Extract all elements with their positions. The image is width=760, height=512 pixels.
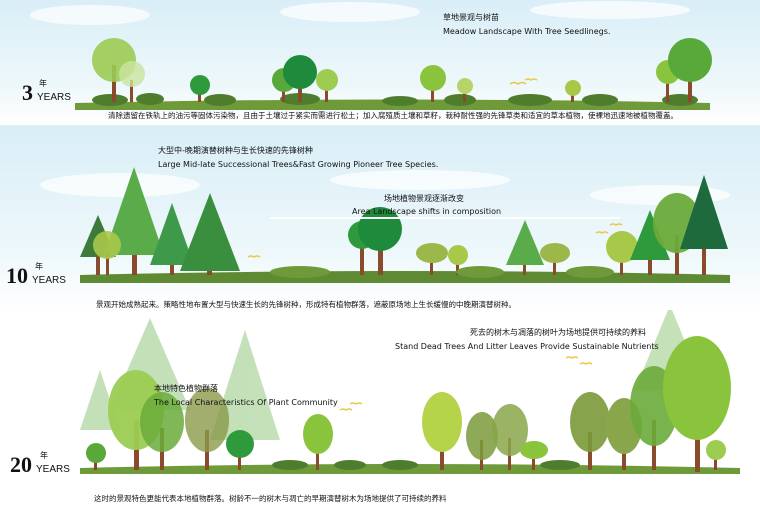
year-cn-char: 年: [35, 262, 43, 271]
stage-3-years-panel: 3 年 YEARS 草地景观与树苗 Meadow Landscape With …: [0, 0, 760, 125]
bush-row: [92, 93, 698, 106]
leaf-tree: [140, 392, 184, 470]
bush-row: [272, 460, 580, 470]
sapling-tree: [190, 75, 210, 102]
round-tree: [93, 231, 121, 275]
callout2-en: Area Landscape shifts in composition: [352, 207, 502, 216]
year-label-20: 20 年 YEARS: [10, 451, 70, 478]
leaf-tree: [422, 392, 462, 470]
years-text: YEARS: [32, 275, 66, 286]
sapling-tree: [457, 78, 473, 102]
successional-illustration: [40, 167, 730, 283]
year-cn-char: 年: [39, 79, 47, 88]
callout2-en: Stand Dead Trees And Litter Leaves Provi…: [395, 342, 659, 351]
cloud-group: [30, 1, 690, 25]
years-text: YEARS: [37, 92, 71, 103]
ground-grass: [80, 271, 730, 283]
leaf-tree: [663, 336, 731, 472]
pine-tree: [630, 210, 670, 275]
sapling-tree: [119, 61, 145, 102]
round-tree: [520, 441, 548, 470]
callout-cn: 大型中-晚期演替树种与生长快速的先锋树种: [158, 146, 313, 155]
pine-tree: [150, 203, 194, 275]
leaf-tree: [570, 392, 610, 470]
year-cn-char: 年: [40, 451, 48, 460]
year-number: 10: [6, 263, 28, 288]
year-label-3: 3 年 YEARS: [22, 79, 71, 106]
round-tree: [540, 243, 570, 275]
round-tree: [606, 231, 638, 275]
callout-en: Large Mid-late Successional Trees&Fast G…: [158, 160, 439, 169]
leaf-tree: [492, 404, 528, 470]
round-tree: [416, 243, 448, 275]
callout2-cn: 死去的树木与凋落的树叶为场地提供可持续的养料: [470, 328, 646, 337]
community-illustration: [80, 310, 740, 474]
stage-10-years-panel: 10 年 YEARS 大型中-晚期演替树种与生长快速的先锋树种 Large Mi…: [0, 125, 760, 310]
sapling-tree: [668, 38, 712, 102]
stage-20-years-panel: 20 年 YEARS 本地特色植物群落 The Local Characteri…: [0, 310, 760, 512]
leaf-tree: [303, 414, 333, 470]
leaf-tree: [185, 388, 229, 470]
round-tree: [706, 440, 726, 470]
bird-flock: [339, 356, 593, 411]
bird-flock: [509, 78, 538, 85]
bush-row: [270, 266, 614, 278]
sapling-tree: [420, 65, 446, 102]
callout-en: Meadow Landscape With Tree Seedlinegs.: [443, 27, 611, 36]
leaf-tree: [466, 412, 498, 470]
round-tree: [86, 443, 106, 470]
callout2-cn: 场地植物景观逐渐改变: [384, 194, 464, 203]
sapling-tree: [283, 55, 317, 102]
meadow-illustration: [30, 1, 712, 110]
bird-flock: [247, 223, 623, 258]
round-tree: [448, 245, 468, 275]
year-number: 3: [22, 80, 33, 105]
pine-tree: [680, 175, 728, 275]
round-tree: [226, 430, 254, 470]
sapling-tree: [565, 80, 581, 102]
stage-description: 景观开始成熟起来。策略性地布置大型与快速生长的先锋树种，形成特有植物群落，遮蔽原…: [96, 300, 516, 309]
callout-en: The Local Characteristics Of Plant Commu…: [154, 398, 338, 407]
cloud-group: [40, 170, 730, 205]
stage-description: 清除遗留在铁轨上的油污等固体污染物，且由于土壤过于紧实而需进行松土；加入腐殖质土…: [108, 111, 678, 120]
callout-cn: 本地特色植物群落: [154, 384, 218, 393]
callout-cn: 草地景观与树苗: [443, 13, 499, 22]
stage-description: 这时的景观特色更能代表本地植物群落。树龄不一的树木与凋亡的早期演替树木为场地提供…: [94, 494, 447, 503]
year-label-10: 10 年 YEARS: [6, 262, 66, 289]
sapling-tree: [316, 69, 338, 102]
years-text: YEARS: [36, 464, 70, 475]
pine-tree: [180, 193, 240, 275]
pine-tree: [104, 167, 164, 275]
year-number: 20: [10, 452, 32, 477]
pine-tree: [506, 220, 544, 275]
